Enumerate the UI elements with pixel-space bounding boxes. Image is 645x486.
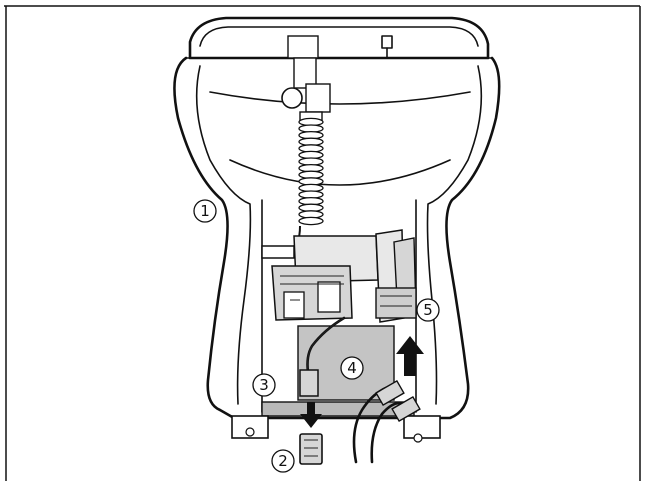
toilet-lid (185, 16, 493, 60)
flush-hose (269, 117, 324, 251)
svg-text:3: 3 (259, 376, 269, 394)
svg-text:4: 4 (347, 359, 357, 377)
power-cables (352, 379, 421, 464)
callout-2: 2 (271, 449, 295, 473)
hose-rib (298, 216, 324, 226)
water-inlet-assembly (281, 35, 393, 123)
arrow-up (396, 336, 424, 376)
callout-4: 4 (340, 356, 364, 380)
pump-manifold (261, 235, 379, 321)
svg-text:5: 5 (423, 301, 433, 319)
motor-connector (375, 229, 417, 323)
callout-5: 5 (416, 298, 440, 322)
callout-3: 3 (252, 373, 276, 397)
callout-1: 1 (193, 199, 217, 223)
page-frame (4, 5, 641, 481)
drain-connector (299, 369, 319, 397)
svg-text:2: 2 (278, 452, 288, 470)
drain-cap (299, 433, 323, 465)
arrow-down (300, 402, 322, 428)
svg-text:1: 1 (200, 202, 210, 220)
